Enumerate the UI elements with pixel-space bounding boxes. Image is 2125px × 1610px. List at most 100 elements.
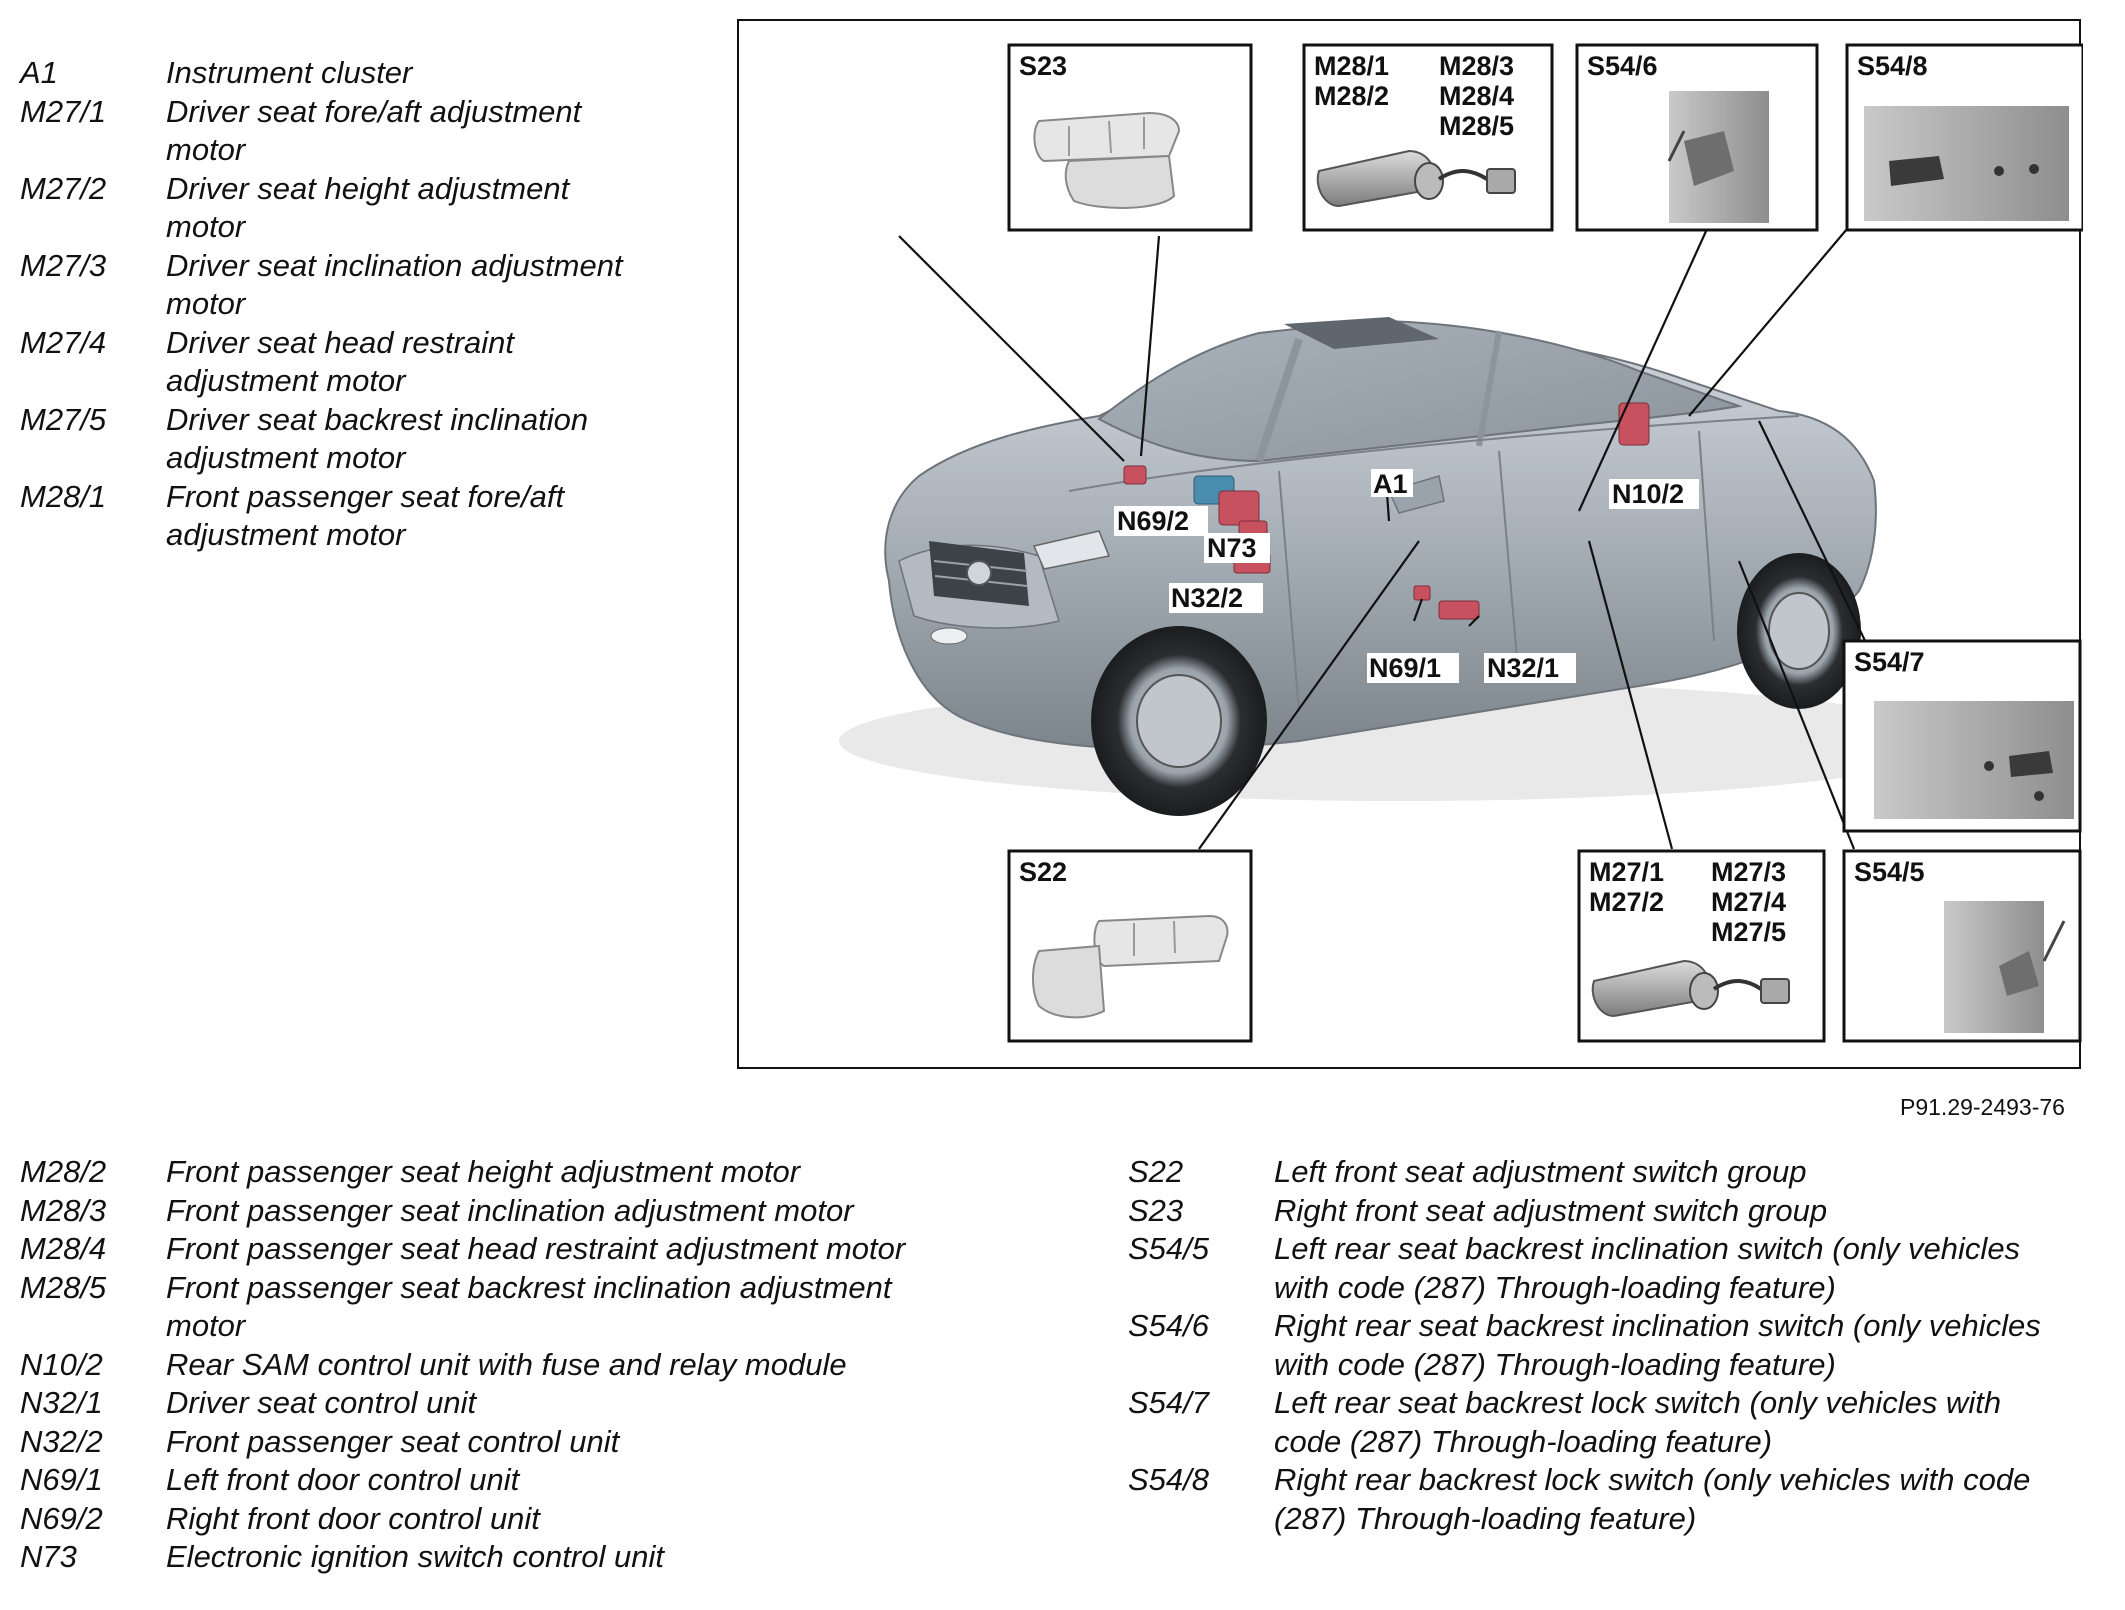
legend-description-line: motor [166, 286, 246, 321]
callout-a1: A1 [1373, 469, 1408, 499]
legend-row: N10/2 Rear SAM control unit with fuse and… [20, 1346, 1100, 1385]
legend-description-line: Right front door control unit [166, 1500, 540, 1536]
legend-code: S54/8 [1128, 1462, 1210, 1497]
legend-code: M27/5 [20, 401, 107, 437]
legend-description-line: Left front seat adjustment switch group [1274, 1154, 1807, 1189]
legend-description: Left rear seat backrest inclination swit… [1274, 1230, 2118, 1307]
legend-description: Left front door control unit [166, 1461, 1100, 1500]
legend-code: S54/7 [1128, 1385, 1210, 1420]
inset-label: M27/4 [1711, 887, 1786, 917]
legend-row: S54/6 Right rear seat backrest inclinatio… [1128, 1307, 2118, 1384]
legend-code: S22 [1128, 1154, 1184, 1189]
legend-description-line: (287) Through-loading feature) [1274, 1500, 1697, 1536]
legend-description-line: Front passenger seat fore/aft [166, 478, 565, 514]
legend-code: S54/6 [1128, 1308, 1210, 1343]
legend-code: N10/2 [20, 1346, 103, 1382]
inset-label: M28/2 [1314, 81, 1389, 111]
legend-description-line: Right rear backrest lock switch (only ve… [1274, 1462, 2031, 1497]
legend-description-line: Driver seat backrest inclination [166, 401, 589, 437]
legend-description: Rear SAM control unit with fuse and rela… [166, 1346, 1100, 1385]
legend-code: N73 [20, 1539, 77, 1574]
legend-description-line: Right front seat adjustment switch group [1274, 1192, 1828, 1228]
legend-bottom-right: S22 Left front seat adjustment switch gro… [1128, 1153, 2118, 1538]
legend-description: Instrument cluster [166, 54, 680, 93]
inset-label: S54/5 [1854, 857, 1925, 887]
legend-description-line: motor [166, 209, 246, 244]
legend-code: N32/1 [20, 1385, 103, 1420]
callout-n32-2: N32/2 [1171, 583, 1243, 613]
legend-row: S54/8 Right rear backrest lock switch (on… [1128, 1461, 2118, 1538]
legend-description-line: Electronic ignition switch control unit [166, 1539, 664, 1574]
inset-label: M28/4 [1439, 81, 1514, 111]
inset-label: S22 [1019, 857, 1067, 887]
legend-description: Front passenger seat head restraint adju… [166, 1230, 1100, 1269]
legend-description-line: Instrument cluster [166, 55, 413, 90]
inset-s54-7: S54/7 [1842, 639, 2082, 833]
legend-description: Left rear seat backrest lock switch (onl… [1274, 1384, 2118, 1461]
legend-code: M28/2 [20, 1154, 107, 1189]
inset-s54-6: S54/6 [1575, 43, 1819, 232]
legend-description-line: adjustment motor [166, 440, 406, 475]
inset-label: S23 [1019, 51, 1067, 81]
legend-code: S54/5 [1128, 1231, 1210, 1266]
inset-label: S54/8 [1857, 51, 1928, 81]
legend-description: Front passenger seat control unit [166, 1423, 1100, 1462]
car-diagram-svg: S23 M28/1 M28/2 M28/3 M28/4 M28/5 S54/6 … [839, 43, 2083, 1043]
legend-description-line: with code (287) Through-loading feature) [1274, 1269, 1836, 1305]
callout-n69-2: N69/2 [1117, 506, 1189, 536]
legend-row: S22 Left front seat adjustment switch gro… [1128, 1153, 2118, 1192]
car-diagram: S23 M28/1 M28/2 M28/3 M28/4 M28/5 S54/6 … [737, 19, 2083, 1069]
legend-description: Right front door control unit [166, 1500, 1100, 1539]
legend-code: M28/5 [20, 1269, 107, 1305]
callout-labels: A1 N10/2 N69/2 N73 N32/2 N69/1 N32/1 [1114, 469, 1699, 683]
legend-description-line: adjustment motor [166, 363, 406, 398]
inset-m27: M27/1 M27/2 M27/3 M27/4 M27/5 [1577, 849, 1826, 1043]
inset-label: M28/1 [1314, 51, 1389, 81]
inset-s23: S23 [1007, 43, 1253, 232]
legend-code: S23 [1128, 1192, 1184, 1228]
legend-row: M28/3 Front passenger seat inclination ad… [20, 1192, 1100, 1231]
inset-label: S54/6 [1587, 51, 1658, 81]
legend-code: M27/4 [20, 324, 107, 360]
inset-s54-5: S54/5 [1842, 849, 2082, 1043]
legend-description: Right rear backrest lock switch (only ve… [1274, 1461, 2118, 1538]
car-illustration [839, 317, 1959, 816]
legend-description-line: motor [166, 1308, 246, 1343]
legend-description-line: Driver seat fore/aft adjustment [166, 93, 582, 129]
legend-description-line: with code (287) Through-loading feature) [1274, 1346, 1836, 1382]
inset-m28: M28/1 M28/2 M28/3 M28/4 M28/5 [1302, 43, 1554, 232]
legend-code: A1 [20, 55, 58, 90]
legend-description-line: Left front door control unit [166, 1462, 520, 1497]
inset-label: M27/2 [1589, 887, 1664, 917]
figure-id: P91.29-2493-76 [1900, 1094, 2065, 1120]
legend-description-line: motor [166, 132, 246, 167]
inset-label: M27/1 [1589, 857, 1664, 887]
legend-description-line: Driver seat inclination adjustment [166, 247, 623, 283]
legend-description-line: Rear SAM control unit with fuse and rela… [166, 1346, 847, 1382]
inset-label: M27/3 [1711, 857, 1786, 887]
legend-code: M27/3 [20, 247, 107, 283]
legend-description: Right front seat adjustment switch group [1274, 1192, 2118, 1231]
legend-description-line: Right rear seat backrest inclination swi… [1274, 1308, 2041, 1343]
legend-description: Left front seat adjustment switch group [1274, 1153, 2118, 1192]
legend-description: Front passenger seat inclination adjustm… [166, 1192, 1100, 1231]
legend-code: M28/3 [20, 1192, 107, 1228]
callout-n69-1: N69/1 [1369, 653, 1441, 683]
legend-row: N73 Electronic ignition switch control un… [20, 1538, 1100, 1577]
